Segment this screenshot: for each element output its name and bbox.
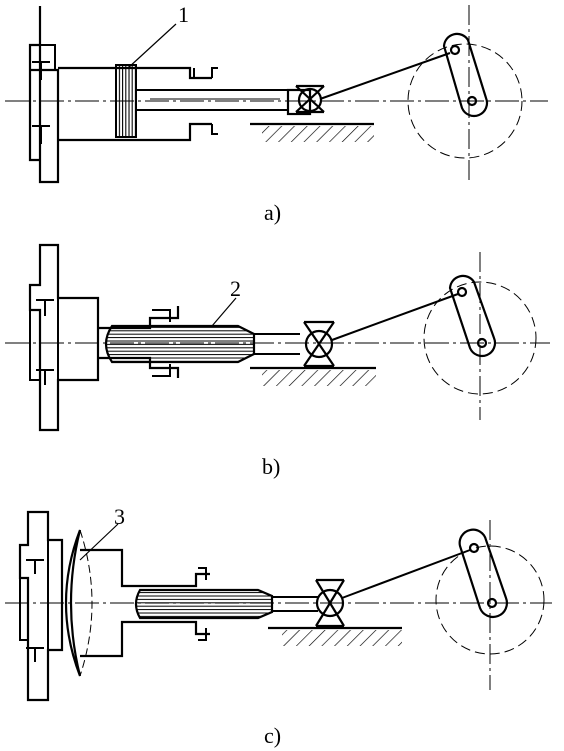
panel-c: [5, 510, 552, 702]
callout-3: 3: [114, 504, 125, 529]
callout-leader-1: [127, 23, 177, 69]
piston-rod-b: [254, 333, 300, 355]
connecting-rod-a: [319, 52, 451, 100]
piston-rod-a: [136, 89, 288, 111]
valve-symbol-c: [315, 578, 345, 628]
callout-leader-3: [79, 523, 119, 561]
t-slot-upper-c: [26, 559, 44, 574]
panel-label-a: a): [264, 200, 281, 225]
crank-circle-a: [407, 43, 523, 159]
panel-label-c: c): [264, 723, 281, 748]
crank-circle-b: [423, 281, 537, 395]
crank-arm-c: [458, 528, 509, 619]
housing-c: [80, 548, 210, 658]
piston-1: [115, 64, 137, 138]
callout-1: 1: [178, 2, 189, 27]
panel-b: [5, 243, 550, 432]
panel-a: [5, 5, 548, 184]
t-slot-lower-a: [32, 125, 50, 144]
valve-symbol-b: [303, 320, 335, 368]
crank-arm-b: [448, 274, 497, 358]
t-slot-lower-c: [26, 647, 44, 662]
chuck-housing-a: [28, 6, 60, 184]
callout-leader-2: [211, 297, 237, 327]
crank-arm-a: [442, 32, 489, 118]
valve-symbol-a: [295, 84, 325, 114]
callout-2: 2: [230, 276, 241, 301]
t-slot-upper-a: [32, 61, 50, 80]
t-slot-upper-b: [36, 299, 54, 316]
t-slot-lower-b: [36, 369, 54, 385]
grooved-tool-2: [104, 324, 256, 364]
grooved-tool-c: [134, 588, 274, 620]
panel-label-b: b): [262, 454, 280, 479]
chuck-housing-c: [18, 510, 64, 702]
connecting-rod-c: [341, 549, 471, 599]
connecting-rod-b: [331, 293, 459, 341]
piston-rod-c: [272, 596, 318, 612]
chuck-housing-b: [28, 243, 100, 432]
